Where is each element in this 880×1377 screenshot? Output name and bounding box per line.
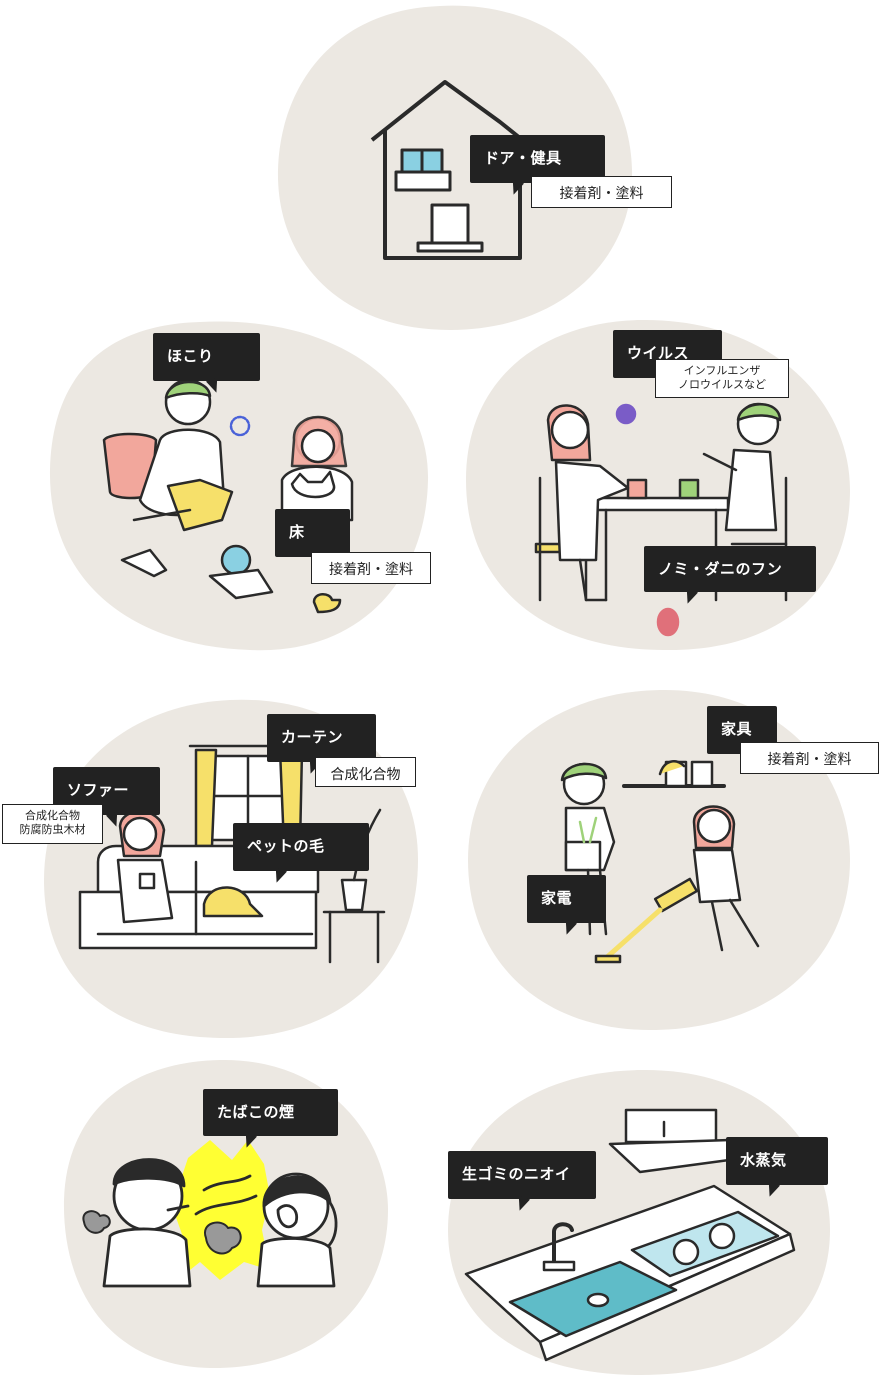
garbage-odor-label: 生ゴミのニオイ bbox=[448, 1151, 596, 1199]
virus-sub: インフルエンザ ノロウイルスなど bbox=[655, 359, 789, 398]
sofa-sub: 合成化合物 防腐防虫木材 bbox=[2, 804, 103, 844]
floor-sub: 接着剤・塗料 bbox=[311, 552, 431, 584]
kitchen-drawing bbox=[464, 1108, 796, 1362]
house-drawing bbox=[370, 80, 522, 260]
virus-sub-line-2: ノロウイルスなど bbox=[678, 378, 766, 391]
curtain-label: カーテン bbox=[267, 714, 376, 762]
virus-sub-line-1: インフルエンザ bbox=[683, 364, 761, 377]
tobacco-smoke-label: たばこの煙 bbox=[203, 1089, 338, 1136]
mite-droppings-label: ノミ・ダニのフン bbox=[644, 546, 816, 592]
curtain-sub: 合成化合物 bbox=[315, 757, 416, 787]
blob-cleaning bbox=[468, 689, 850, 1030]
steam-label: 水蒸気 bbox=[726, 1137, 828, 1185]
blob-house bbox=[277, 5, 633, 331]
smoke-drawing bbox=[82, 1140, 338, 1288]
sofa-sub-line-1: 合成化合物 bbox=[25, 809, 80, 822]
dining-drawing bbox=[534, 402, 788, 637]
furniture-sub: 接着剤・塗料 bbox=[740, 742, 879, 774]
family-floor-drawing bbox=[102, 378, 354, 614]
pet-hair-label: ペットの毛 bbox=[233, 823, 369, 871]
appliance-label: 家電 bbox=[527, 875, 606, 923]
door-fittings-label: ドア・健具 bbox=[470, 135, 605, 183]
floor-label: 床 bbox=[275, 509, 350, 557]
dust-label: ほこり bbox=[153, 333, 260, 381]
cleaning-drawing bbox=[560, 760, 760, 964]
sofa-sub-line-2: 防腐防虫木材 bbox=[19, 823, 86, 836]
door-fittings-sub: 接着剤・塗料 bbox=[531, 176, 672, 208]
